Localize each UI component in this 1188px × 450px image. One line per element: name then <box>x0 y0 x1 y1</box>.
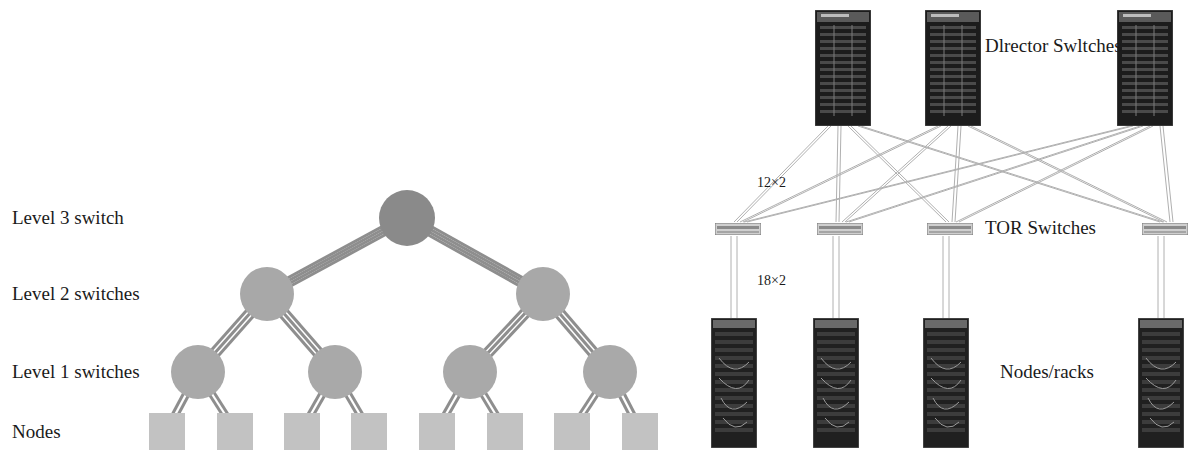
tier-label: Nodes/racks <box>1000 362 1094 383</box>
tier-label: TOR Switches <box>985 218 1096 239</box>
level-label: Nodes <box>12 422 61 443</box>
level-label: Level 3 switch <box>12 208 124 229</box>
cable-count: 18×2 <box>757 273 786 288</box>
level-label: Level 2 switches <box>12 284 140 305</box>
tier-label: Dlrector Swltches <box>985 36 1122 57</box>
level-label: Level 1 switches <box>12 362 140 383</box>
cable-count: 12×2 <box>757 175 786 190</box>
